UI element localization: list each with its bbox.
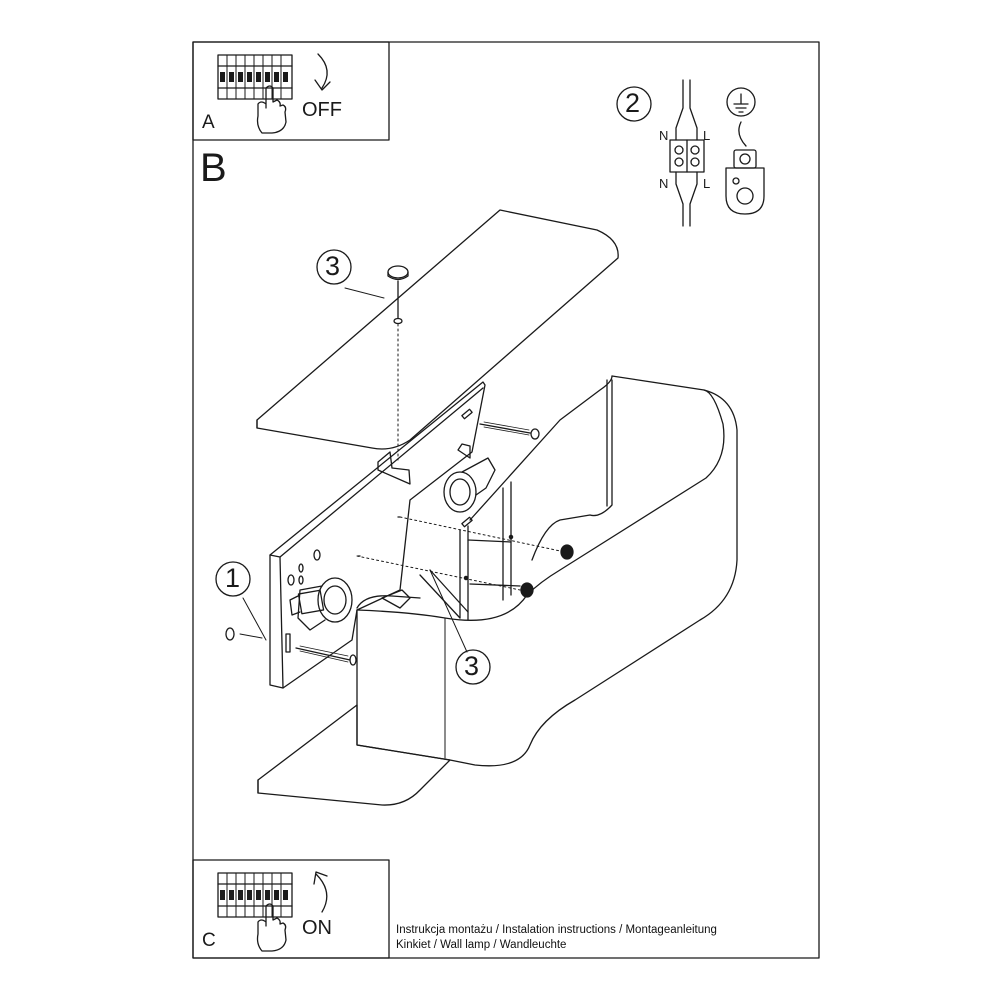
wall-bracket xyxy=(269,381,486,689)
callout-3-inner: 3 xyxy=(464,651,480,681)
hand-pointing-icon xyxy=(256,85,287,134)
step-3-circle-top xyxy=(316,249,352,285)
breaker-panel-icon xyxy=(217,872,293,918)
bottom-cover-plate xyxy=(257,704,451,806)
panel-b-letter: B xyxy=(200,146,227,190)
neutral-label-top: N xyxy=(659,128,669,143)
step-1-circle xyxy=(215,561,251,597)
bracket-slot xyxy=(285,633,291,653)
wall-screw-upper xyxy=(479,421,540,440)
on-label: ON xyxy=(302,917,332,939)
top-cover-plate xyxy=(256,209,619,450)
caption-line-2: Kinkiet / Wall lamp / Wandleuchte xyxy=(396,939,567,951)
callout-3-top: 3 xyxy=(325,251,341,281)
neutral-label-bottom: N xyxy=(659,176,669,191)
ground-terminal-icon xyxy=(725,87,765,215)
live-label-bottom: L xyxy=(703,176,711,191)
panel-c-frame xyxy=(192,859,390,959)
bracket-hole xyxy=(313,549,321,561)
step-3-circle-inner xyxy=(455,649,491,685)
callout-2: 2 xyxy=(625,88,641,118)
live-label-top: L xyxy=(703,128,711,143)
breaker-panel-icon xyxy=(217,54,293,100)
bracket-tab xyxy=(377,451,411,485)
bulb-socket-rear xyxy=(443,443,496,513)
bracket-hole xyxy=(287,574,295,586)
wall-dowel xyxy=(225,627,263,641)
hand-pointing-icon xyxy=(256,903,287,952)
terminal-block-icon xyxy=(669,79,705,227)
off-arrow-icon xyxy=(314,53,331,91)
panel-c-letter: C xyxy=(202,930,216,951)
off-label: OFF xyxy=(302,99,342,121)
cover-screw xyxy=(387,265,409,325)
step-2-circle xyxy=(616,86,652,122)
caption-line-1: Instrukcja montażu / Instalation instruc… xyxy=(396,924,717,936)
page-frame xyxy=(192,41,820,959)
wall-screw-lower xyxy=(295,645,357,666)
callout-1: 1 xyxy=(225,563,241,593)
panel-a-frame xyxy=(192,41,390,141)
bulb-socket-front xyxy=(289,577,353,631)
on-arrow-icon xyxy=(313,871,328,913)
panel-a-letter: A xyxy=(202,112,215,133)
lamp-shade xyxy=(356,375,738,767)
